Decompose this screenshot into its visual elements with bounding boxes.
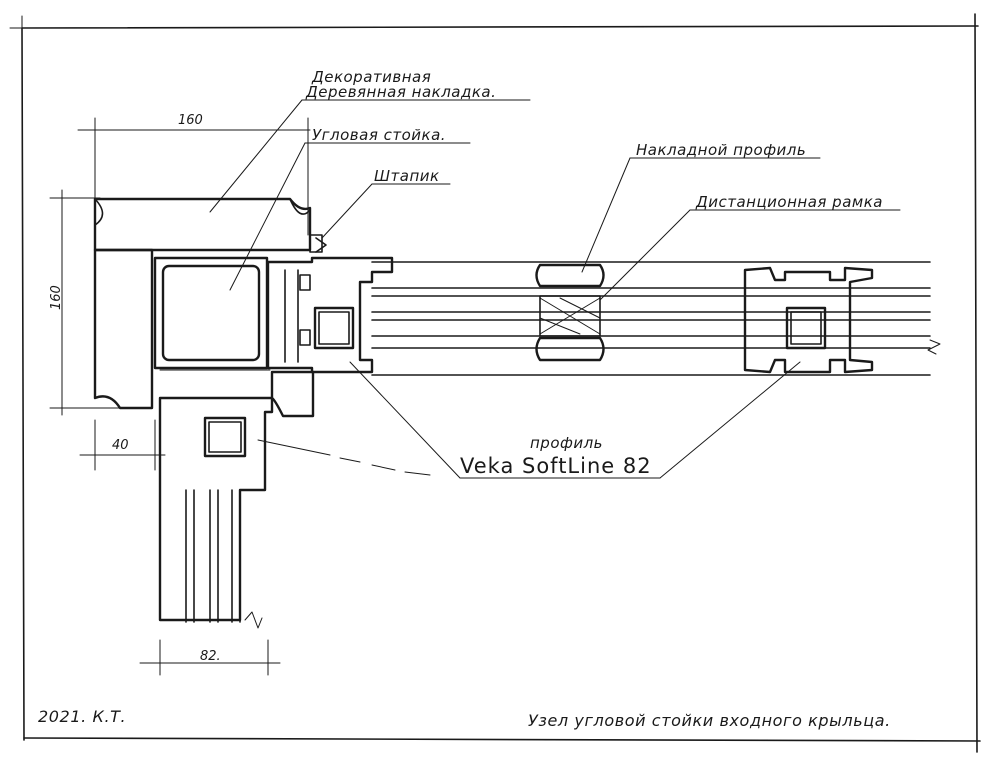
glass-unit (371, 261, 941, 376)
corner-post (153, 256, 271, 371)
label-decorative-overlay-1: Декоративная (311, 68, 431, 86)
label-decorative-overlay-2: Деревянная накладка. (305, 83, 496, 101)
label-spacer-frame: Дистанционная рамка (695, 193, 883, 211)
dimension-profile-depth: 82. (200, 649, 221, 664)
wood-overlay-left (93, 248, 154, 410)
dimension-top-width: 160 (178, 113, 203, 128)
profile-vertical (158, 396, 274, 629)
footer-title: Узел угловой стойки входного крыльца. (528, 711, 891, 730)
profile-horizontal-right (743, 266, 874, 374)
profile-horizontal-left (266, 256, 394, 374)
dimension-lines (49, 117, 311, 676)
label-profile-word: профиль (530, 434, 603, 452)
dimension-bottom-offset: 40 (112, 438, 129, 453)
leader-lines (209, 99, 901, 479)
label-corner-post: Угловая стойка. (312, 126, 446, 144)
wood-overlay-top (93, 197, 312, 252)
overlay-profile (535, 263, 605, 362)
label-overlay-profile: Накладной профиль (636, 141, 806, 159)
dimension-left-height: 160 (49, 285, 64, 310)
sheet-border (9, 13, 981, 753)
footer-author: 2021. К.Т. (38, 707, 126, 726)
glazing-bead (309, 234, 327, 253)
label-glazing-bead: Штапик (374, 167, 440, 185)
wood-bead-bottom (270, 370, 315, 418)
label-profile-name: Veka SoftLine 82 (460, 454, 652, 478)
